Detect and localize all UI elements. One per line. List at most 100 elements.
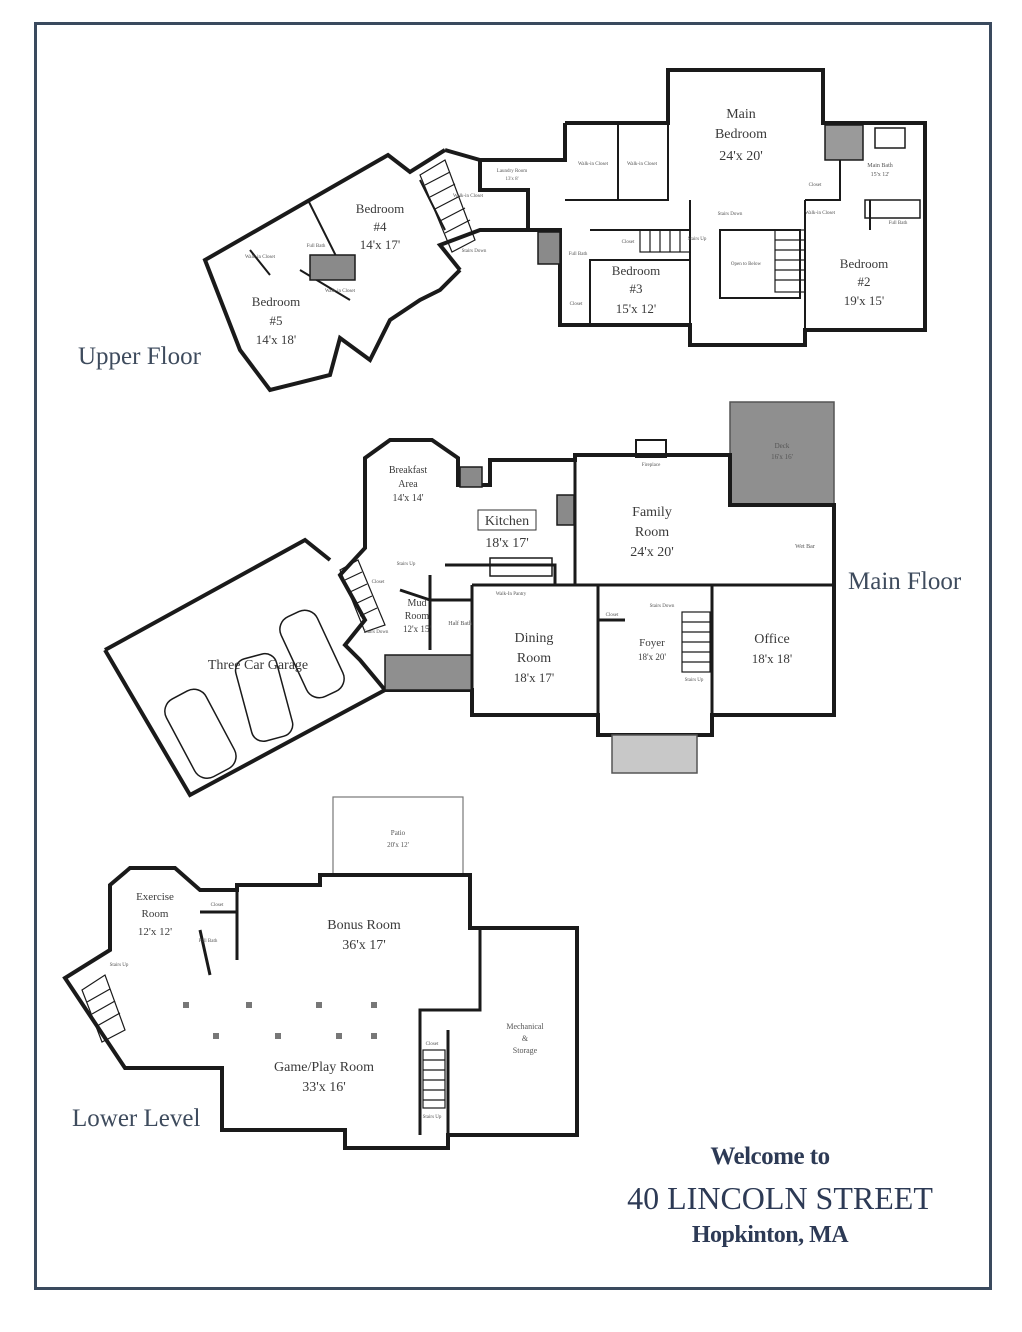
- walk-in-closet-label-6: Walk-in Closet: [453, 194, 484, 199]
- lower-closet-label-2: Closet: [426, 1042, 439, 1047]
- bedroom3-name1: Bedroom: [612, 263, 660, 278]
- main-bath-size: 15'x 12': [871, 172, 890, 178]
- upper-left-wing-walls: [202, 148, 481, 393]
- upper-floor-label: Upper Floor: [78, 343, 201, 370]
- lower-closet-label-1: Closet: [211, 903, 224, 908]
- lower-level-plan: [62, 796, 579, 1150]
- open-to-below-label: Open to Below: [731, 262, 762, 267]
- kitchen-counter: [459, 466, 483, 488]
- dining-name2: Room: [517, 651, 551, 666]
- kitchen-range: [556, 494, 575, 526]
- stairs-down-label-1: Stairs Down: [718, 212, 743, 217]
- half-bath-label: Half Bath: [448, 620, 472, 627]
- bedroom5-name2: #5: [270, 313, 283, 328]
- main-stairs-up-label-2: Stairs Up: [685, 678, 704, 683]
- bedroom3-bath-shower: [537, 231, 561, 265]
- front-porch: [611, 734, 698, 774]
- dining-name1: Dining: [515, 631, 554, 646]
- dining-size: 18'x 17': [514, 670, 554, 685]
- pantry-label: Walk-In Pantry: [496, 592, 527, 597]
- lower-stairs: [81, 974, 446, 1109]
- breakfast-name2: Area: [398, 479, 418, 490]
- lower-full-bath-label: Full Bath: [199, 939, 218, 944]
- main-bath-name: Main Bath: [867, 163, 893, 169]
- upper-connector-walls: [436, 123, 567, 272]
- main-stairs: [339, 559, 711, 673]
- walk-in-closet-label-4: Walk-in Closet: [245, 255, 276, 260]
- support-posts: [183, 1002, 377, 1039]
- fireplace-label: Fireplace: [642, 463, 661, 468]
- family-name1: Family: [632, 505, 672, 520]
- walk-in-closet-label-3: Walk-in Closet: [805, 211, 836, 216]
- lower-level-label: Lower Level: [72, 1105, 201, 1132]
- main-bath-tub: [874, 127, 906, 149]
- page-frame: [34, 22, 992, 1290]
- bonus-size: 36'x 17': [342, 938, 386, 953]
- bedroom4-bath-vanity: [309, 254, 356, 281]
- address-line: 40 LINCOLN STREET: [627, 1180, 933, 1216]
- main-stairs-down-label-1: Stairs Down: [364, 630, 389, 635]
- main-floor-label: Main Floor: [848, 568, 962, 595]
- upper-floor-plan: [202, 68, 927, 393]
- lower-stairs-up-label-1: Stairs Up: [423, 1115, 442, 1120]
- bedroom4-name1: Bedroom: [356, 201, 404, 216]
- wet-bar-label: Wet Bar: [795, 544, 815, 550]
- main-bath-shower: [824, 124, 864, 161]
- bedroom4-size: 14'x 17': [360, 237, 400, 252]
- bonus-name: Bonus Room: [327, 918, 401, 933]
- garage-cars: [164, 609, 345, 779]
- walk-in-closet-label-5: Walk-in Closet: [325, 289, 356, 294]
- kitchen-name: Kitchen: [485, 514, 529, 529]
- exercise-name2: Room: [142, 908, 169, 920]
- main-bedroom-size: 24'x 20': [719, 149, 763, 164]
- family-size: 24'x 20': [630, 545, 674, 560]
- stairs-up-label: Stairs Up: [688, 237, 707, 242]
- breakfast-name1: Breakfast: [389, 465, 428, 476]
- garage-name: Three Car Garage: [208, 658, 308, 673]
- game-size: 33'x 16': [302, 1080, 346, 1095]
- fireplace-box: [635, 439, 667, 458]
- mud-room-size: 12'x 15': [403, 624, 431, 634]
- welcome-line: Welcome to: [710, 1143, 830, 1170]
- main-stairs-down-label-2: Stairs Down: [650, 604, 675, 609]
- mechanical-name2: &: [522, 1034, 529, 1043]
- garage-walls: [103, 537, 386, 798]
- bedroom3-name2: #3: [630, 281, 643, 296]
- walk-in-closet-label-2: Walk-in Closet: [627, 162, 658, 167]
- main-bedroom-name1: Main: [726, 107, 756, 122]
- lower-level-labels: Patio 20'x 12' Exercise Room 12'x 12' Bo…: [110, 829, 545, 1120]
- closet-label-1: Closet: [622, 240, 635, 245]
- foyer-name: Foyer: [639, 637, 665, 649]
- lower-interior-walls: [198, 890, 482, 1135]
- mechanical-name1: Mechanical: [506, 1022, 544, 1031]
- full-bath-label-3: Full Bath: [307, 244, 326, 249]
- lower-stairs-up-label-2: Stairs Up: [110, 963, 129, 968]
- open-to-below-area: [719, 229, 801, 299]
- walk-in-closet-label-1: Walk-in Closet: [578, 162, 609, 167]
- upper-right-wing-walls: [528, 68, 927, 347]
- bedroom2-size: 19'x 15': [844, 293, 884, 308]
- main-stairs-up-label-1: Stairs Up: [397, 562, 416, 567]
- closet-label-2: Closet: [570, 302, 583, 307]
- bath-vanity: [864, 199, 921, 219]
- laundry-name: Laundry Room: [497, 169, 528, 174]
- family-name2: Room: [635, 525, 669, 540]
- full-bath-label-2: Full Bath: [889, 221, 908, 226]
- exercise-size: 12'x 12': [138, 926, 172, 938]
- main-closet-label-2: Closet: [372, 580, 385, 585]
- game-name: Game/Play Room: [274, 1060, 374, 1075]
- office-name: Office: [754, 632, 790, 647]
- patio-name: Patio: [391, 829, 406, 837]
- main-floor-plan: [103, 401, 836, 798]
- town-line: Hopkinton, MA: [691, 1222, 849, 1248]
- main-interior-walls: [399, 460, 834, 715]
- closet-label-3: Closet: [809, 183, 822, 188]
- lower-exterior-walls: [62, 866, 579, 1150]
- garage-apron: [384, 654, 473, 691]
- office-size: 18'x 18': [752, 651, 792, 666]
- upper-floor-labels: Main Bedroom 24'x 20' Bedroom #4 14'x 17…: [245, 107, 908, 347]
- exercise-name1: Exercise: [136, 891, 174, 903]
- full-bath-label-1: Full Bath: [569, 252, 588, 257]
- mechanical-name3: Storage: [513, 1046, 538, 1055]
- patio-size: 20'x 12': [387, 841, 409, 849]
